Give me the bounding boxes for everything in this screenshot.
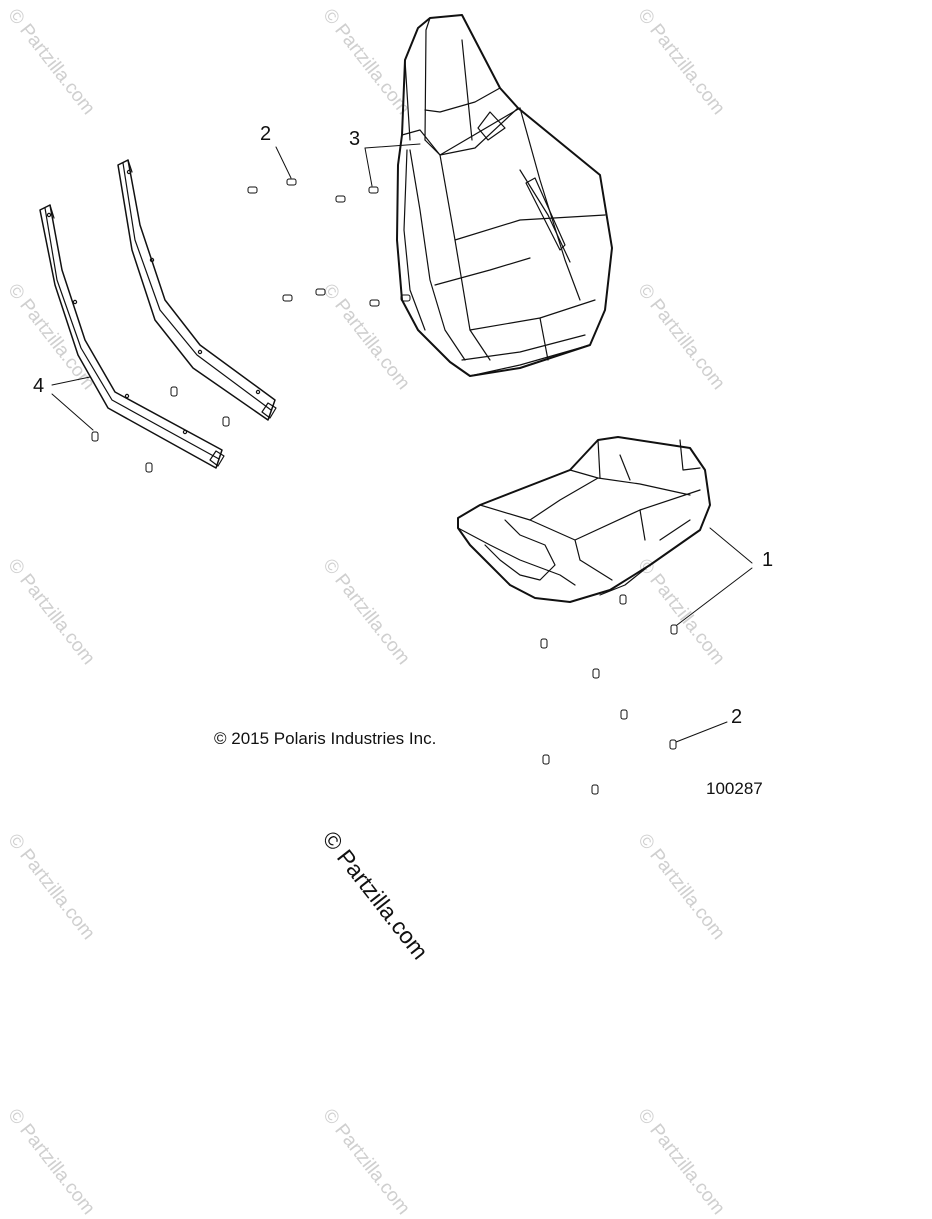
callout-4: 4 <box>33 375 45 397</box>
seat-bottom <box>457 436 711 603</box>
fasteners <box>91 178 678 795</box>
leader-lines <box>51 143 753 743</box>
callout-1: 1 <box>762 549 774 571</box>
callout-2: 2 <box>731 706 743 728</box>
callout-3: 3 <box>349 128 361 150</box>
seat-frame-rails <box>39 159 277 469</box>
callout-2: 2 <box>260 123 272 145</box>
figure-number: 100287 <box>706 779 763 798</box>
copyright-notice: © 2015 Polaris Industries Inc. <box>214 729 437 748</box>
seat-back <box>396 14 613 377</box>
